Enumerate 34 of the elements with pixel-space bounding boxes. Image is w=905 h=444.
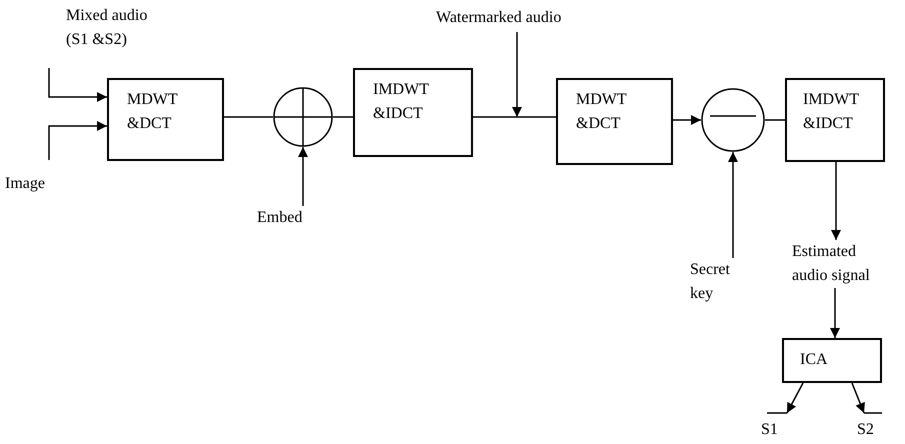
input-label: Secret key	[690, 258, 748, 306]
arrow	[673, 115, 701, 125]
box-label: MDWT &DCT	[576, 90, 628, 134]
subtractor-circle	[701, 88, 765, 152]
arrow	[512, 32, 522, 117]
connector-line	[224, 116, 273, 118]
signal-label: Watermarked audio	[436, 6, 576, 32]
process-box	[782, 338, 882, 383]
process-box	[107, 78, 224, 161]
process-box	[556, 78, 673, 165]
output-label: S2	[857, 418, 883, 442]
signal-label: Estimated audio signal	[792, 240, 888, 288]
process-box	[785, 78, 885, 162]
adder-circle	[273, 87, 333, 147]
output-label: S1	[761, 418, 787, 442]
arrow	[786, 382, 804, 414]
input-label: Mixed audio (S1 &S2)	[66, 4, 158, 52]
box-label: IMDWT &IDCT	[803, 90, 860, 134]
arrow	[831, 162, 841, 240]
connector-line	[333, 116, 353, 118]
arrow	[298, 147, 308, 206]
box-label: IMDWT &IDCT	[373, 80, 430, 124]
input-label: Embed	[257, 206, 313, 230]
arrow	[851, 382, 865, 414]
box-label: ICA	[800, 350, 829, 370]
connector-line	[765, 119, 785, 121]
process-box	[353, 68, 473, 157]
arrow	[48, 121, 107, 160]
box-label: MDWT &DCT	[127, 90, 178, 134]
connector-line	[473, 116, 556, 118]
arrow	[728, 152, 738, 258]
arrow	[830, 288, 840, 338]
input-label: Image	[5, 172, 55, 196]
arrow	[48, 68, 107, 102]
